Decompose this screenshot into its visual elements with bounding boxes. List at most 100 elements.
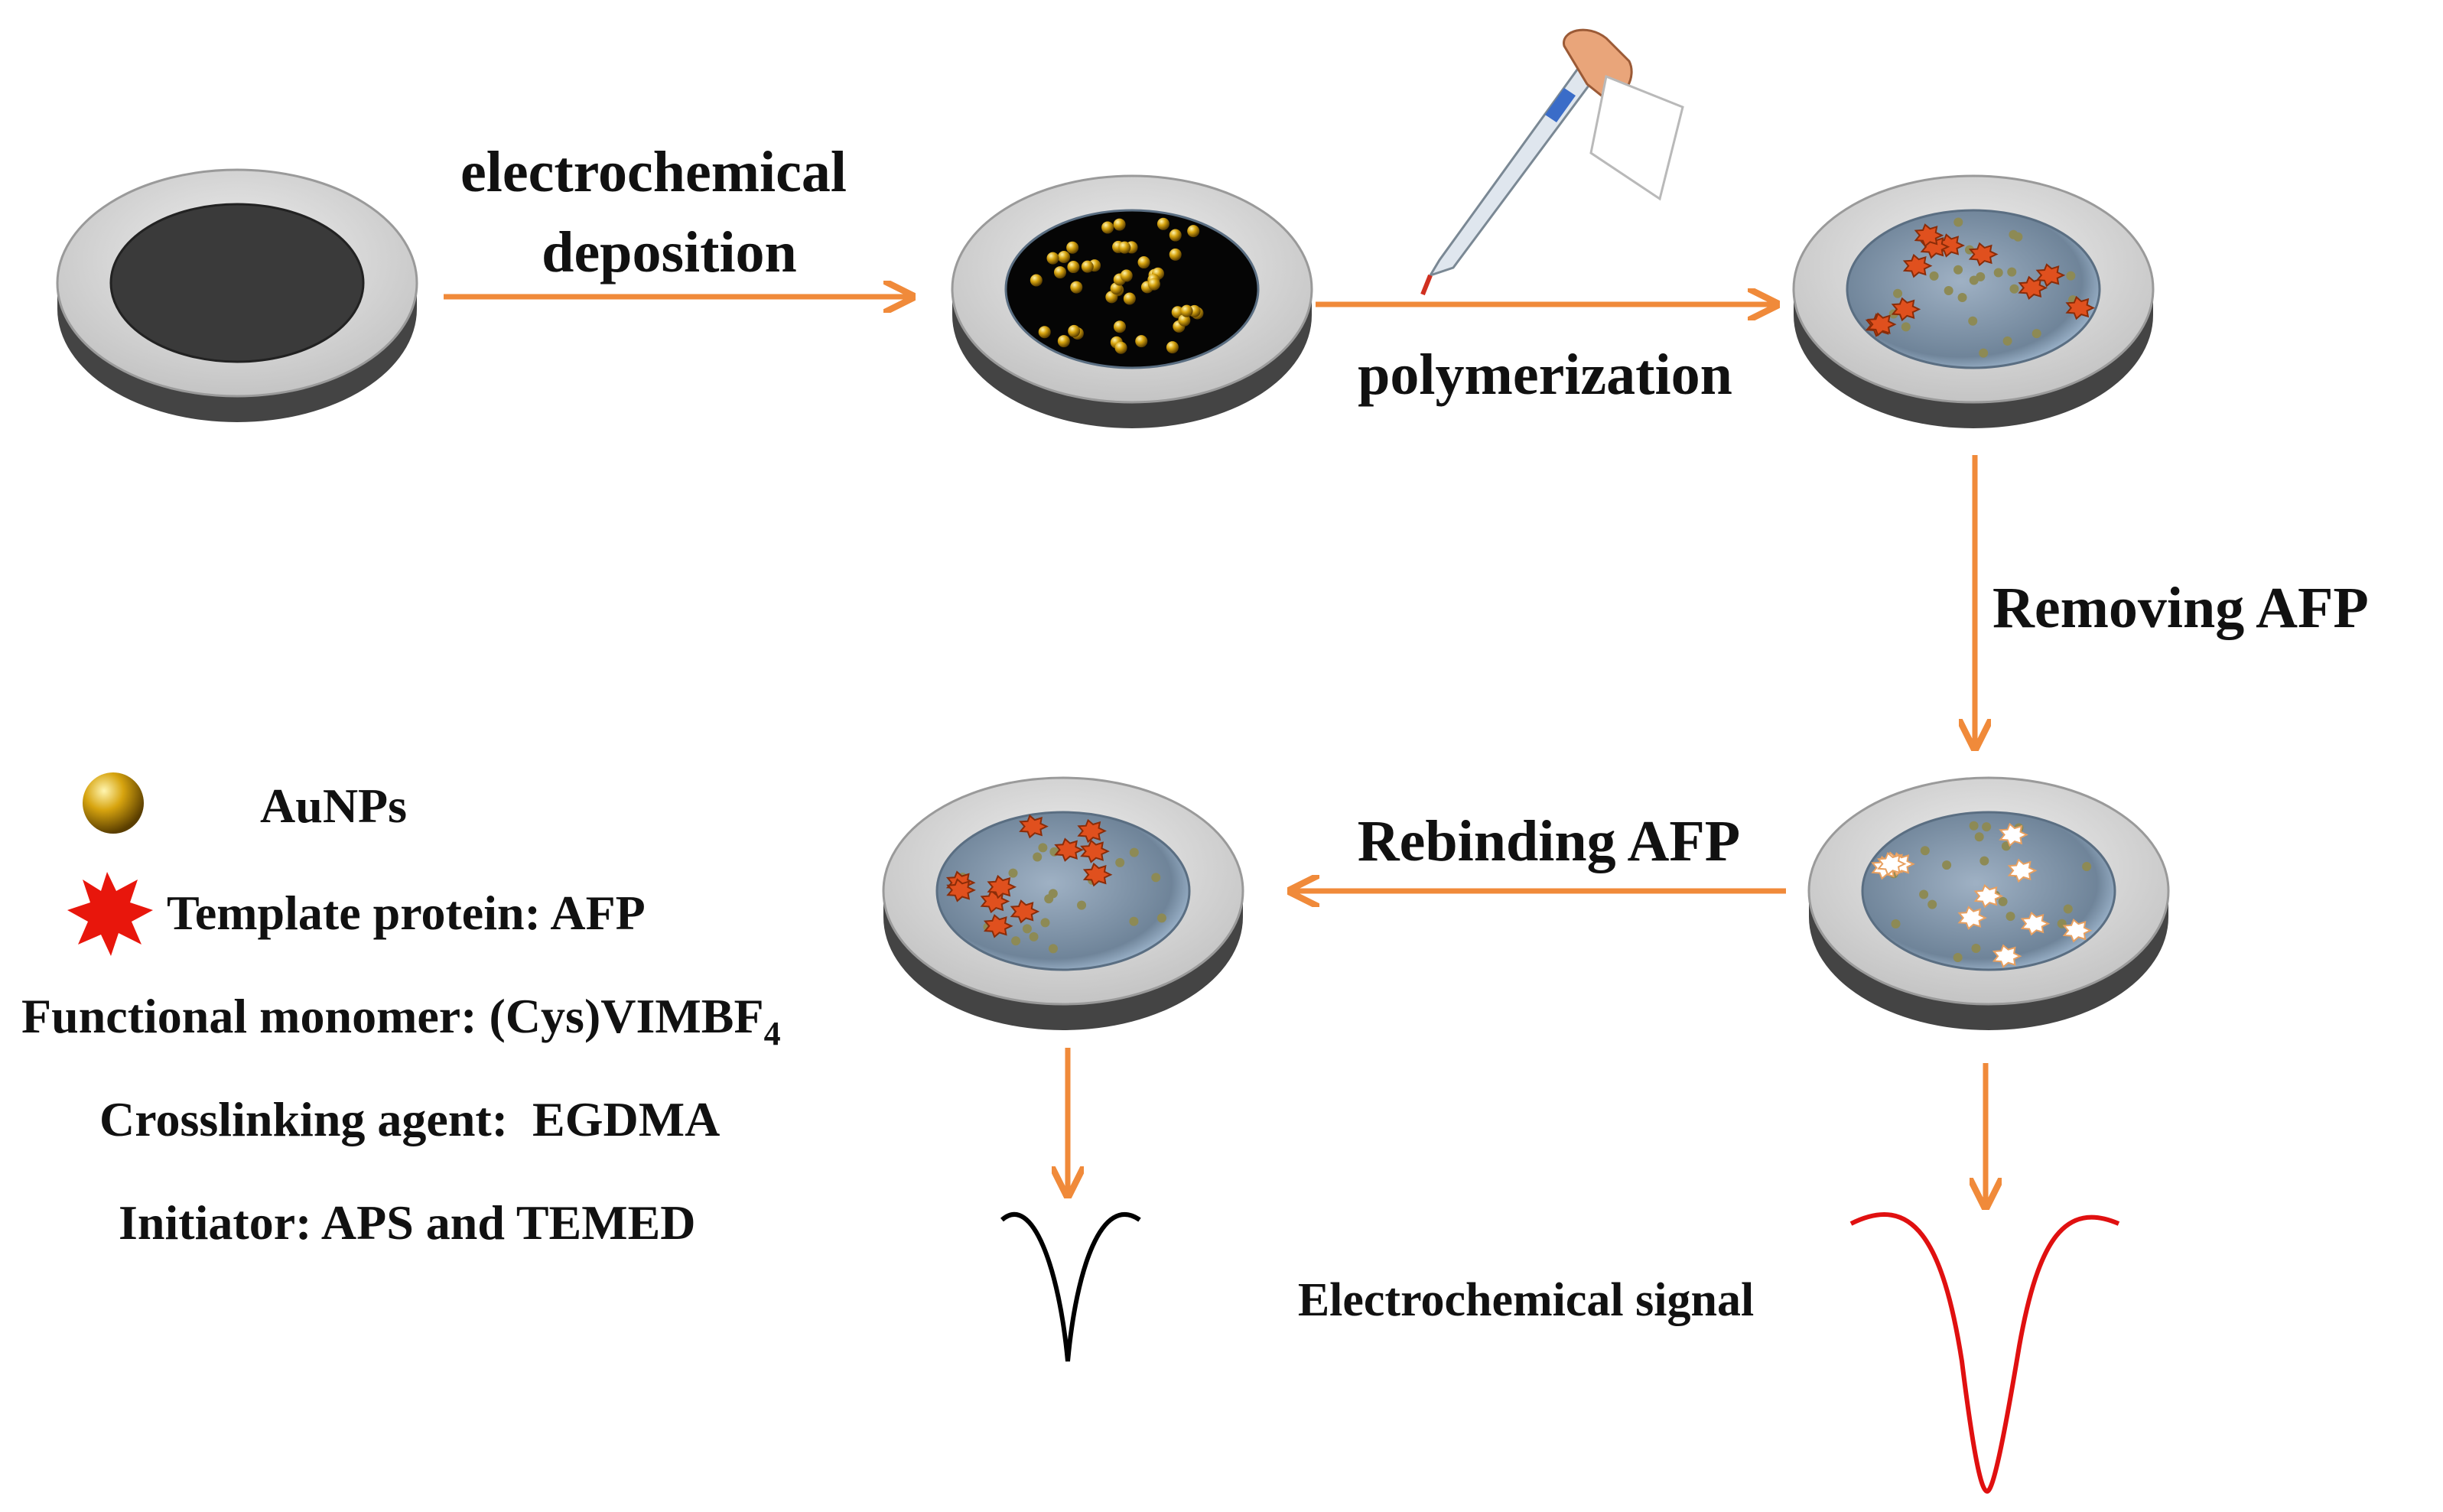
imprinted-cavity-icon [1876,851,1907,876]
gold-nanoparticle-icon [1008,868,1018,878]
gold-nanoparticle-icon [1982,822,1992,832]
gold-nanoparticle-icon [1113,218,1126,231]
gold-nanoparticle-icon [1029,932,1039,941]
gold-nanoparticle-icon [1038,843,1048,853]
gold-nanoparticle-icon [1081,260,1094,273]
template-protein-icon [1010,899,1040,924]
functional-monomer-text: Functional monomer: (Cys)VIMBF [21,989,764,1043]
template-protein-icon [1019,814,1049,839]
legend: AuNPs Template protein: AFP Functional m… [21,772,781,1250]
gold-nanoparticle-icon [1068,324,1081,337]
gold-nanoparticle-icon [1953,217,1963,227]
gold-nanoparticle-icon [1011,936,1021,946]
gold-nanoparticle-icon [1953,953,1963,963]
gold-nanoparticle-icon [1070,281,1083,294]
gold-nanoparticle-icon [2013,232,2023,242]
gold-nanoparticle-icon [1944,286,1953,296]
template-protein-icon [1902,253,1933,278]
imprinted-cavity-icon [2020,911,2051,936]
template-protein-icon [1891,297,1921,322]
gold-nanoparticle-icon [1058,250,1071,263]
gold-nanoparticle-icon [1919,889,1929,899]
gold-nanoparticle-icon [83,772,144,834]
signal-curve-small [1000,1212,1141,1362]
gold-nanoparticle-icon [1920,846,1930,856]
gold-nanoparticle-icon [1151,873,1161,883]
gold-nanoparticle-icon [2066,271,2076,281]
imprinted-cavity-icon [1999,822,2028,847]
deposition-line-2: deposition [542,220,797,285]
template-protein-icon [987,874,1017,899]
gold-nanoparticle-icon [1156,913,1166,923]
functional-monomer-subscript: 4 [764,1015,781,1052]
gold-nanoparticle-icon [1040,918,1050,928]
gold-nanoparticle-icon [1979,348,1989,358]
gold-nanoparticle-icon [1971,943,1981,953]
template-protein-icon [67,872,153,956]
gold-nanoparticle-icon [1048,944,1058,954]
imprinted-cavity-icon [2007,858,2038,883]
gold-nanoparticle-icon [1969,275,1979,285]
gold-nanoparticle-icon [2063,904,2073,914]
imprinted-cavity-icon [2062,919,2093,943]
gold-nanoparticle-icon [1114,341,1127,354]
legend-functional-monomer: Functional monomer: (Cys)VIMBF4 [21,989,781,1052]
legend-template-protein: Template protein: AFP [167,886,646,940]
gold-nanoparticle-icon [1033,852,1043,862]
gold-nanoparticle-icon [1893,288,1903,298]
template-protein-icon [1077,818,1107,844]
gold-nanoparticle-icon [2009,284,2019,294]
gold-nanoparticle-icon [2005,912,2015,922]
gold-nanoparticle-icon [1113,320,1126,333]
gold-nanoparticle-icon [1169,229,1182,242]
gold-nanoparticle-icon [1178,314,1191,327]
gold-nanoparticle-icon [1998,896,2008,906]
gold-nanoparticle-icon [1137,256,1150,269]
template-protein-icon [983,914,1013,938]
gold-nanoparticle-icon [1044,894,1054,904]
removing-afp-label: Removing AFP [1992,576,2369,640]
electrode-bare [56,168,418,422]
gold-nanoparticle-icon [1927,899,1937,909]
deposition-line-1: electrochemical [460,140,847,204]
template-protein-icon [2065,295,2096,320]
gold-nanoparticle-icon [1953,265,1963,275]
process-arrows [444,297,1986,1205]
gold-nanoparticle-icon [1135,335,1148,348]
template-protein-icon [1866,312,1897,337]
gold-nanoparticle-icon [1166,341,1179,354]
gold-nanoparticle-icon [1156,217,1169,230]
electrode-mip [1792,174,2155,428]
step-labels: electrochemical deposition polymerizatio… [460,140,2369,873]
gold-nanoparticle-icon [1180,304,1193,317]
gold-nanoparticle-icon [1046,252,1059,265]
gold-nanoparticle-icon [2082,861,2092,871]
gold-nanoparticle-icon [1129,916,1139,926]
template-protein-icon [946,878,976,902]
gold-nanoparticle-icon [2007,267,2017,277]
gold-nanoparticle-icon [1077,900,1087,910]
rebinding-afp-label: Rebinding AFP [1358,809,1740,873]
template-protein-icon [1920,235,1950,259]
gold-nanoparticle-icon [2002,336,2012,346]
legend-initiator: Initiator: APS and TEMED [119,1195,696,1250]
gold-nanoparticle-icon [1118,241,1131,254]
gold-nanoparticle-icon [1979,856,1989,866]
electrochemical-signal-label: Electrochemical signal [1298,1274,1754,1326]
gold-nanoparticle-icon [1187,225,1200,238]
electrodes [56,168,2170,1030]
imprinted-cavity-icon [1973,884,2004,909]
gold-nanoparticle-icon [2031,329,2041,339]
gold-nanoparticle-icon [1929,271,1939,281]
gold-nanoparticle-icon [1974,832,1984,842]
gold-nanoparticle-icon [1054,266,1067,279]
gold-nanoparticle-icon [1901,322,1911,332]
gold-nanoparticle-icon [1169,248,1182,261]
template-protein-icon [1054,837,1084,862]
signal-curve-large [1849,1212,2120,1494]
gold-nanoparticle-icon [1030,274,1043,287]
gold-nanoparticle-icon [1969,821,1979,831]
gold-nanoparticle-icon [1101,221,1114,234]
gold-nanoparticle-icon [1942,860,1952,870]
